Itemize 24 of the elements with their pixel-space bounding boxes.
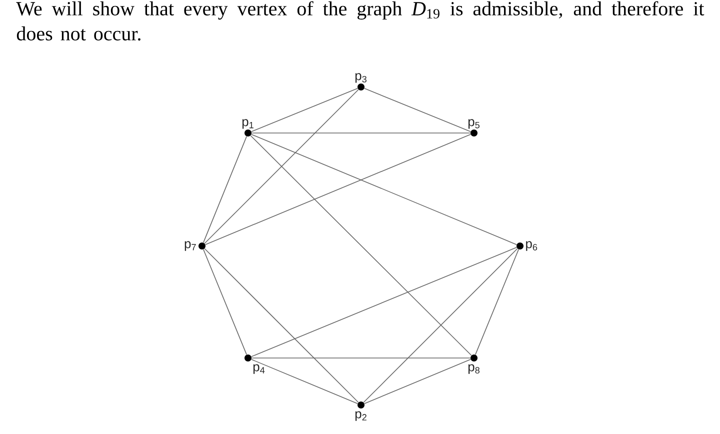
graph-edge — [475, 249, 519, 355]
graph-edge — [251, 132, 471, 134]
graph-edge — [251, 247, 517, 357]
vertex-label: p$_{6}$ — [526, 241, 538, 251]
vertex-label: p$_{5}$ — [468, 119, 480, 129]
graph-edge — [203, 136, 248, 243]
graph-edge — [203, 249, 247, 355]
graph-edge — [363, 248, 518, 403]
graph-edge — [204, 248, 359, 403]
vertex-label: p$_{1}$ — [242, 119, 254, 129]
graph-edge — [251, 359, 358, 404]
graph-edge — [204, 89, 359, 244]
vertex-label: p$_{3}$ — [355, 73, 366, 83]
vertex-label: p$_{2}$ — [355, 411, 366, 421]
vertex-label: p$_{4}$ — [253, 364, 265, 374]
graph-edge — [251, 134, 517, 245]
vertex-label: p$_{8}$ — [468, 364, 480, 374]
graph-edge — [364, 359, 471, 404]
graph-edge — [251, 88, 358, 132]
caption-text: We will show that every vertex of the graph D$_{19}$ is admissible, and therefore it does not occur. — [16, 1, 704, 41]
vertex-label: p$_{7}$ — [184, 241, 196, 251]
graph-edge — [250, 135, 472, 356]
graph-edge — [205, 134, 471, 245]
graph-edge — [364, 88, 471, 132]
